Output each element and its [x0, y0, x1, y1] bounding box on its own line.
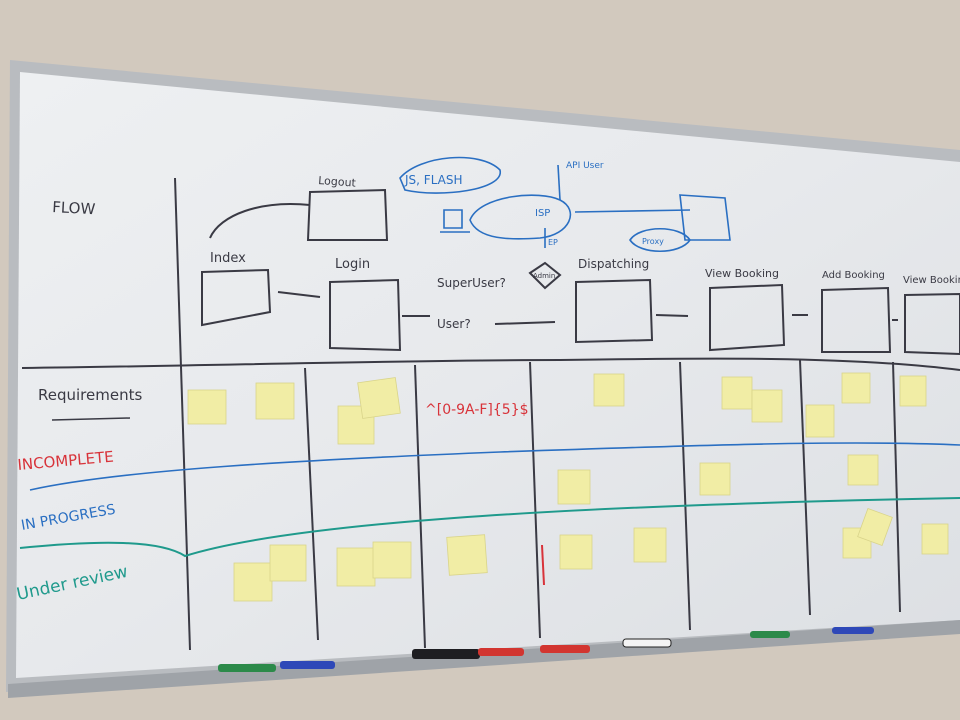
sticky-note[interactable]	[847, 454, 879, 486]
black-marker	[412, 649, 480, 659]
inprogress-line	[19, 497, 960, 558]
ep-label: EP	[548, 238, 558, 247]
index-label: Index	[210, 251, 246, 266]
sticky-note[interactable]	[841, 372, 871, 404]
blue-marker	[280, 661, 335, 669]
blue-marker-2	[832, 627, 874, 634]
isp-cloud	[469, 194, 572, 240]
login-label: Login	[335, 257, 370, 272]
sticky-note[interactable]	[857, 507, 893, 547]
user-arrow	[494, 321, 556, 325]
sticky-note[interactable]	[751, 389, 783, 423]
server-box	[679, 194, 731, 241]
markers	[218, 627, 874, 672]
incomplete-line	[29, 442, 960, 491]
sticky-note[interactable]	[233, 562, 273, 602]
grid-lines	[21, 177, 960, 651]
logout-label: Logout	[318, 174, 357, 190]
sticky-note[interactable]	[633, 527, 667, 563]
sticky-note[interactable]	[336, 547, 376, 587]
logout-box	[306, 188, 389, 241]
red-mark	[541, 544, 545, 586]
sticky-note[interactable]	[446, 534, 488, 576]
view-bookings-label: View Bookings	[903, 275, 960, 286]
admin-label: Admin	[533, 272, 555, 280]
isp-label: ISP	[535, 208, 550, 219]
sticky-note[interactable]	[255, 382, 295, 420]
sticky-note[interactable]	[721, 376, 753, 410]
add-booking-box	[821, 286, 892, 353]
requirements-label: Requirements	[38, 386, 142, 404]
js-flash-cloud	[399, 156, 501, 194]
view-bookings-box	[904, 292, 960, 356]
login-box	[329, 278, 402, 352]
logout-arrow	[209, 203, 311, 239]
red-marker-2	[540, 645, 590, 653]
user-label: User?	[437, 317, 471, 331]
admin-diamond	[528, 261, 562, 290]
isp-link	[574, 209, 691, 213]
dispatching-label: Dispatching	[578, 257, 649, 271]
sticky-note[interactable]	[372, 541, 412, 579]
sticky-note[interactable]	[899, 375, 927, 407]
network-sketch	[399, 156, 731, 252]
api-user-label: API User	[566, 161, 604, 171]
regex-label: ^[0-9A-F]{5}$	[425, 402, 529, 418]
sticky-note[interactable]	[357, 377, 401, 419]
sticky-note[interactable]	[805, 404, 835, 438]
sticky-note[interactable]	[187, 389, 227, 425]
sticky-note[interactable]	[593, 373, 625, 407]
whiteboard-surface	[16, 72, 960, 678]
sticky-note[interactable]	[337, 405, 375, 445]
sticky-note[interactable]	[269, 544, 307, 582]
computer-icon	[443, 209, 463, 229]
marker-tray	[8, 620, 960, 698]
flow-label: FLOW	[52, 198, 96, 218]
red-marker	[478, 648, 524, 656]
sticky-notes	[187, 372, 949, 602]
view-booking-label: View Booking	[705, 267, 779, 280]
view-booking-box	[709, 283, 786, 352]
white-marker	[622, 638, 672, 648]
green-marker-2	[750, 631, 790, 638]
add-booking-label: Add Booking	[822, 270, 885, 281]
flow-diagram	[201, 188, 960, 356]
js-flash-label: JS, FLASH	[404, 173, 463, 187]
index-box	[201, 268, 272, 327]
green-marker	[218, 664, 276, 672]
sticky-note[interactable]	[921, 523, 949, 555]
index-login-arrow	[277, 291, 321, 298]
sticky-note[interactable]	[699, 462, 731, 496]
grid-col-1	[174, 177, 191, 651]
dispatching-box	[575, 278, 654, 344]
requirements-divider	[21, 357, 960, 371]
sticky-note[interactable]	[557, 469, 591, 505]
sticky-note[interactable]	[559, 534, 593, 570]
proxy-label: Proxy	[642, 237, 664, 246]
superuser-label: SuperUser?	[437, 276, 506, 290]
